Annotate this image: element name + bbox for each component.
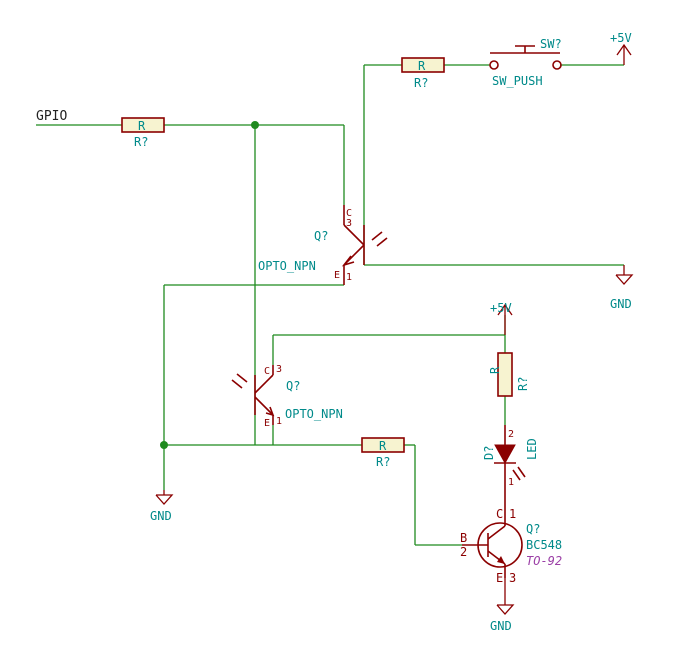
gnd-symbol-q3: GND [490,578,515,633]
opto-q2[interactable]: C 3 E 1 Q? OPTO_NPN [231,364,343,429]
resistor-r2[interactable]: R R? [401,57,445,90]
gnd-symbol-left: GND [150,490,174,523]
d1-value: LED [525,438,539,460]
q3-b-label: B [460,531,467,545]
resistor-r3[interactable]: R R? [488,352,530,397]
led-d1[interactable]: 2 1 D? LED [482,425,539,490]
r1-value: R [138,119,146,133]
d1-pin2: 2 [508,429,514,440]
power-5v-mid: +5V [490,301,513,335]
d1-pin1: 1 [508,477,514,488]
r2-ref: R? [414,76,428,90]
r2-value: R [418,59,426,73]
q3-pin3: 3 [509,571,516,585]
q2-value: OPTO_NPN [285,407,343,421]
q3-footprint: TO-92 [526,554,562,568]
q1-ref: Q? [314,229,328,243]
r3-value: R [488,366,502,374]
opto-q1[interactable]: C 3 E 1 Q? OPTO_NPN [258,205,388,285]
gnd3-label: GND [490,619,512,633]
r1-ref: R? [134,135,148,149]
power-5v-top: +5V [610,31,632,65]
d1-ref: D? [482,446,496,460]
q1-c-label: C [346,208,352,219]
pwr-top-label: +5V [610,31,632,45]
gnd1-label: GND [610,297,632,311]
switch-push[interactable]: SW? SW_PUSH [489,37,562,88]
q1-pin3: 3 [346,218,352,229]
resistor-r1[interactable]: R R? [121,117,165,149]
junction-dot-top [251,121,259,129]
sw-value: SW_PUSH [492,74,543,88]
q3-ref: Q? [526,522,540,536]
q2-ref: Q? [286,379,300,393]
q3-pin2: 2 [460,545,467,559]
pwr-mid-label: +5V [490,301,512,315]
r4-ref: R? [376,455,390,469]
q2-c-label: C [264,366,270,377]
q1-e-label: E [334,270,340,281]
q1-value: OPTO_NPN [258,259,316,273]
q2-pin1: 1 [276,416,282,427]
q3-c-label: C [496,507,503,521]
q1-pin1: 1 [346,272,352,283]
net-label-gpio: GPIO [36,109,67,124]
q3-e-label: E [496,571,503,585]
r4-value: R [379,439,387,453]
resistor-r4[interactable]: R R? [361,437,405,469]
wires [36,64,624,546]
transistor-q3[interactable]: B 2 C 1 E 3 Q? BC548 TO-92 [460,490,562,585]
gnd2-label: GND [150,509,172,523]
q3-value: BC548 [526,538,562,552]
junction-dot-bottom [160,441,168,449]
q2-pin3: 3 [276,364,282,375]
q3-pin1: 1 [509,507,516,521]
r3-ref: R? [516,377,530,391]
sw-ref: SW? [540,37,562,51]
q2-e-label: E [264,418,270,429]
gnd-symbol-right: GND [610,265,634,311]
